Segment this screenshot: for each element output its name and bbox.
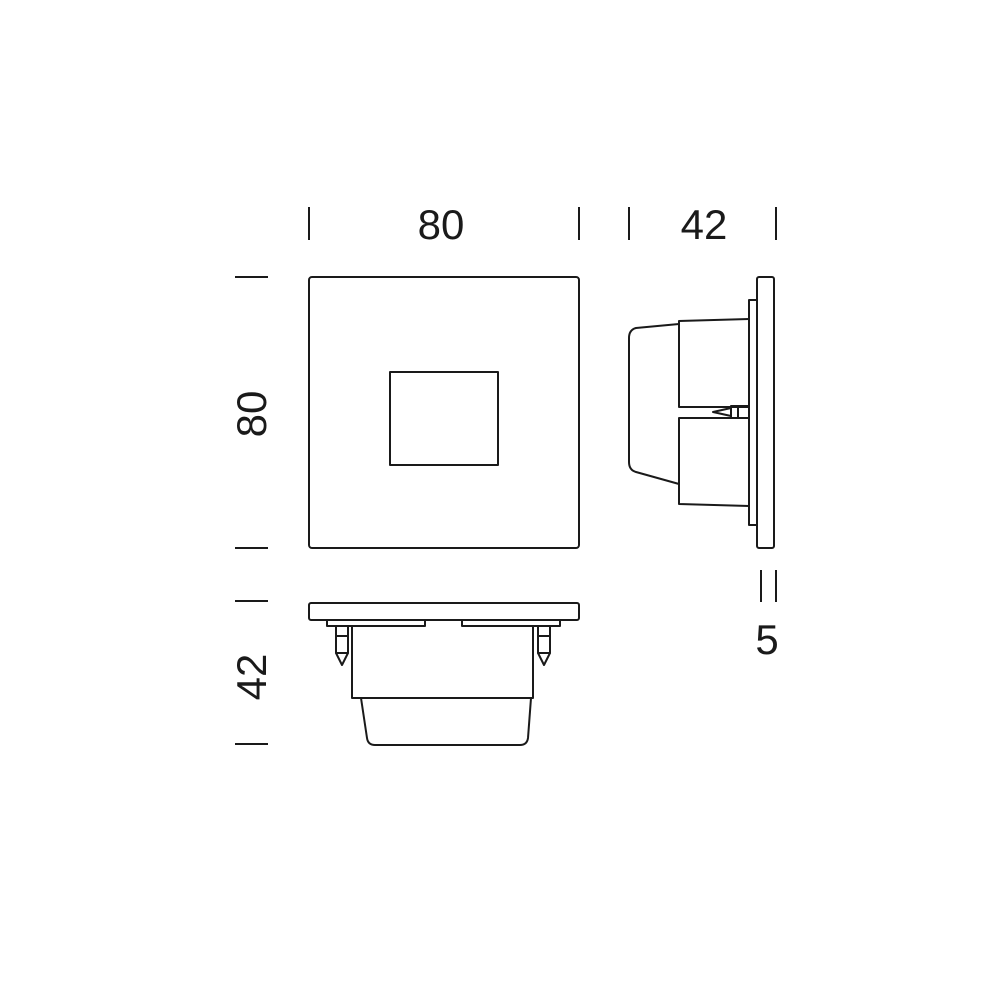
plate-thickness-label: 5 [755,616,778,663]
front-plate-outline [308,276,580,549]
side-housing-upper [678,318,750,408]
front-width-dimension: 80 [308,201,580,248]
bottom-housing-main [351,626,534,699]
bottom-plate-lip-right [461,619,561,627]
front-height-dimension: 80 [228,276,275,549]
front-view [308,276,580,549]
side-rear-cap [628,323,680,485]
plate-thickness-dimension: 5 [755,570,779,663]
bottom-depth-dimension: 42 [228,600,275,745]
side-view [628,276,775,549]
side-faceplate [756,276,775,549]
bottom-rear-cap [360,697,532,746]
bottom-depth-label: 42 [228,654,275,701]
side-collar [748,299,758,526]
front-width-label: 80 [418,201,465,248]
side-pin-tip [712,407,732,417]
bottom-plate-lip-left [326,619,426,627]
front-height-label: 80 [228,391,275,438]
side-depth-dimension: 42 [628,201,777,248]
bottom-pin-right [537,626,551,666]
side-depth-label: 42 [681,201,728,248]
side-housing-lower [678,417,750,507]
side-pin [730,405,750,419]
bottom-view [308,602,580,746]
front-window-outline [389,371,499,466]
bottom-plate [308,602,580,621]
bottom-pin-left [335,626,349,666]
